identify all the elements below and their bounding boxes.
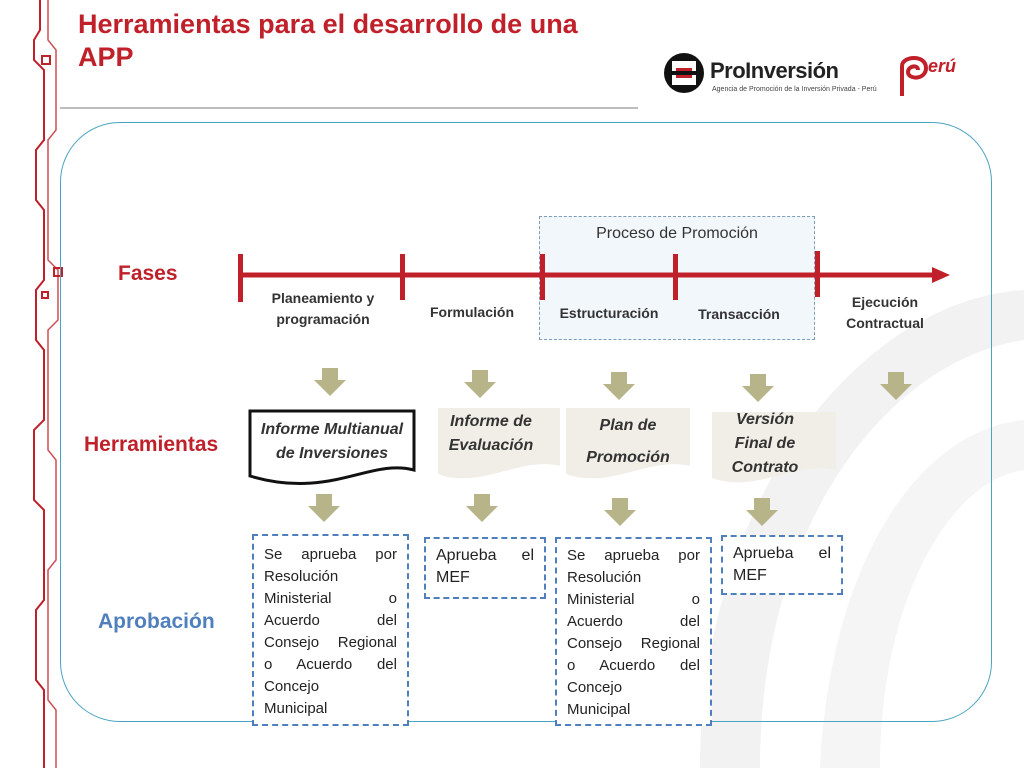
timeline-tick <box>815 251 820 297</box>
diagram-frame <box>60 122 992 722</box>
row-label-aprobacion: Aprobación <box>98 610 215 633</box>
approval-text-line: Resolución <box>264 568 339 585</box>
tool-label-line: Informe Multianual <box>260 421 404 438</box>
approval-text-line: Consejo Regional <box>567 635 700 652</box>
tool-label-line: Promoción <box>586 449 670 466</box>
approval-text-line: Concejo <box>264 678 320 695</box>
phase-planeamiento: Planeamiento y programación <box>250 288 396 330</box>
approval-text-line: Aprueba el <box>436 547 534 564</box>
phase-estructuracion: Estructuración <box>546 303 672 324</box>
down-arrow-icon <box>466 494 498 522</box>
timeline-arrowhead-icon <box>932 267 950 283</box>
phase-label-line: Transacción <box>698 306 780 322</box>
approval-text-line: Acuerdo del <box>567 613 700 630</box>
timeline-tick <box>400 254 405 300</box>
document-shape <box>438 408 560 479</box>
approval-text-line: MEF <box>733 567 767 584</box>
down-arrow-icon <box>314 368 346 396</box>
title-divider <box>60 107 638 109</box>
promocion-process-label: Proceso de Promoción <box>596 225 758 242</box>
tool-label-line: Plan de <box>599 417 657 434</box>
timeline-tick <box>238 254 243 302</box>
approval-text-line: Concejo <box>567 679 623 696</box>
proinversion-logo-icon <box>664 53 704 93</box>
down-arrow-icon <box>742 374 774 402</box>
phase-label-line: Planeamiento y <box>271 290 375 306</box>
approval-text-line: MEF <box>436 569 470 586</box>
approval-text-line: o Acuerdo del <box>264 656 397 673</box>
phase-label-line: Estructuración <box>559 305 659 321</box>
document-shape <box>248 409 416 486</box>
tool-label-line: Evaluación <box>448 437 534 454</box>
phase-formulacion: Formulación <box>412 302 532 323</box>
approval-text-line: Ministerial o <box>567 591 700 608</box>
row-label-fases: Fases <box>118 262 178 285</box>
approval-box-version-final: Aprueba el MEF <box>721 535 843 595</box>
down-arrow-icon <box>603 372 635 400</box>
proinversion-logo-name: ProInversión <box>710 58 839 83</box>
tool-label-line: Versión <box>735 411 795 428</box>
down-arrow-icon <box>880 372 912 400</box>
tool-label-line: Contrato <box>731 459 799 476</box>
approval-text-line: Municipal <box>264 700 328 717</box>
phase-label-line: Formulación <box>429 304 514 320</box>
down-arrow-icon <box>308 494 340 522</box>
tool-label-line: de Inversiones <box>275 445 389 462</box>
approval-text-line: Consejo Regional <box>264 634 397 651</box>
down-arrow-icon <box>746 498 778 526</box>
approval-text-line: Municipal <box>567 701 631 718</box>
down-arrow-icon <box>464 370 496 398</box>
tool-label-line: Final de <box>734 435 796 452</box>
proinversion-logo-tagline: Agencia de Promoción de la Inversión Pri… <box>712 86 877 93</box>
phase-label-line: Contractual <box>846 315 924 331</box>
approval-text-line: Acuerdo del <box>264 612 397 629</box>
approval-box-informe-multianual: Se aprueba por Resolución Ministerial o … <box>252 534 409 726</box>
down-arrow-icon <box>604 498 636 526</box>
tool-informe-multianual: Informe Multianual de Inversiones <box>250 418 414 466</box>
row-label-herramientas: Herramientas <box>84 433 219 456</box>
approval-text-line: Ministerial o <box>264 590 397 607</box>
document-shape <box>712 412 836 483</box>
approval-box-plan-promocion: Se aprueba por Resolución Ministerial o … <box>555 537 712 726</box>
phase-transaccion: Transacción <box>680 304 798 325</box>
phase-ejecucion: Ejecución Contractual <box>826 292 944 334</box>
phase-label-line: Ejecución <box>851 294 919 310</box>
approval-text-line: Aprueba el <box>733 545 831 562</box>
phase-label-line: programación <box>276 311 370 327</box>
approval-text-line: Se aprueba por <box>567 547 700 564</box>
peru-brand-logo-icon <box>900 56 929 96</box>
peru-brand-text: erú <box>928 56 957 76</box>
approval-text-line: Se aprueba por <box>264 546 397 563</box>
tool-plan-promocion: Plan de Promoción <box>572 410 684 474</box>
document-shape <box>566 408 690 479</box>
approval-box-informe-evaluacion: Aprueba el MEF <box>424 537 546 599</box>
approval-text-line: o Acuerdo del <box>567 657 700 674</box>
timeline-tick <box>673 254 678 300</box>
page-title: Herramientas para el desarrollo de una A… <box>78 9 578 72</box>
tool-version-final-contrato: Versión Final de Contrato <box>712 408 818 480</box>
approval-text-line: Resolución <box>567 569 642 586</box>
tool-label-line: Informe de <box>450 413 532 430</box>
tool-informe-evaluacion: Informe de Evaluación <box>438 410 544 458</box>
timeline-tick <box>540 254 545 300</box>
